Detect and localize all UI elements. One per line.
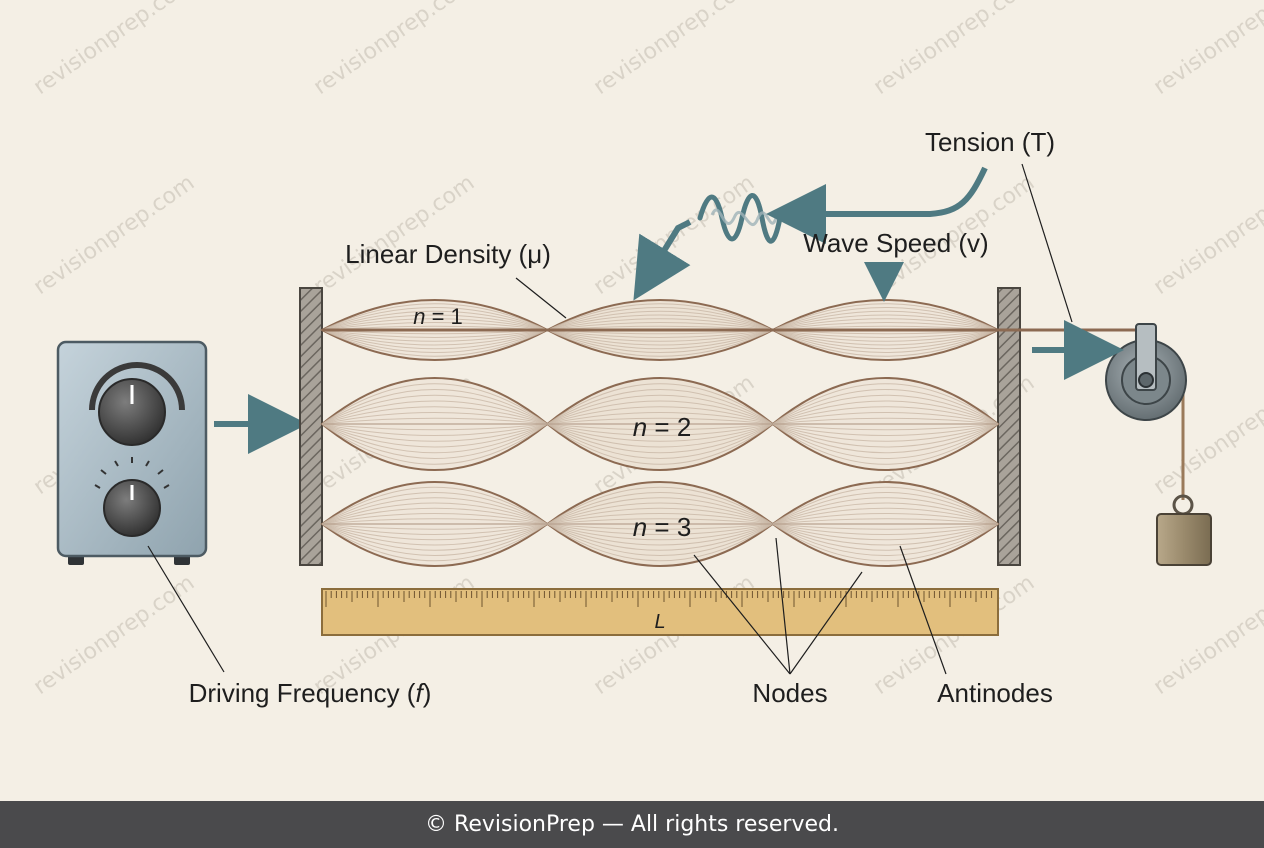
watermark-text: revisionprep.com: [1149, 570, 1264, 700]
left-wall: [299, 287, 323, 566]
standing-waves: [319, 299, 1001, 567]
hanging-mass-icon: [1156, 494, 1212, 566]
mode-label-3: n = 3: [633, 512, 692, 542]
watermark-text: revisionprep.com: [29, 0, 199, 100]
wave-speed-label: Wave Speed (v): [803, 228, 988, 258]
ruler: L: [321, 588, 999, 636]
antinodes-label: Antinodes: [937, 678, 1053, 708]
signal-generator-icon: [56, 340, 208, 565]
watermark-text: revisionprep.com: [1149, 0, 1264, 100]
mode-label-1: n = 1: [413, 304, 463, 329]
watermark-text: revisionprep.com: [869, 0, 1039, 100]
mode-label-2: n = 2: [633, 412, 692, 442]
pulley-icon: [1105, 323, 1187, 421]
watermark-text: revisionprep.com: [29, 170, 199, 300]
right-wall: [997, 287, 1021, 566]
watermark-text: revisionprep.com: [309, 0, 479, 100]
nodes-label: Nodes: [752, 678, 827, 708]
watermark-text: revisionprep.com: [309, 170, 479, 300]
leader-lines: [147, 163, 1073, 675]
tension-label: Tension (T): [925, 127, 1055, 157]
copyright-footer: © RevisionPrep — All rights reserved.: [0, 801, 1264, 848]
driving-frequency-label: Driving Frequency (f): [189, 678, 432, 708]
tension-to-packet-arrow: [766, 166, 988, 244]
linear-density-label: Linear Density (μ): [345, 239, 551, 269]
packet-to-string-arrow: [633, 219, 692, 301]
watermark-text: revisionprep.com: [1149, 170, 1264, 300]
length-label: L: [654, 611, 665, 633]
watermark-text: revisionprep.com: [589, 0, 759, 100]
